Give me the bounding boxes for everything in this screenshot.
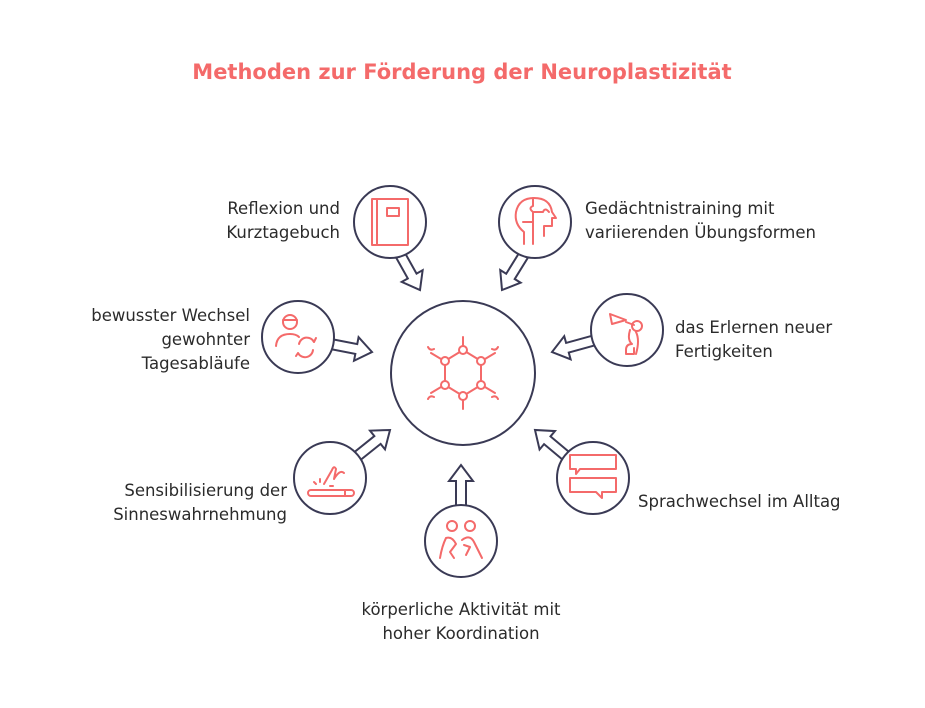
label-line: Tagesabläufe: [141, 354, 250, 373]
person-trumpet-icon: [609, 313, 643, 355]
label-line: Fertigkeiten: [675, 342, 773, 361]
method-sprachwechsel: Sprachwechsel im Alltag: [556, 441, 841, 515]
puzzle-head-icon: [514, 197, 557, 245]
label-line: bewusster Wechsel: [91, 306, 250, 325]
svg-text:Sprachwechsel im Alltag: Sprachwechsel im Alltag: [638, 492, 841, 511]
label-line: Reflexion und: [227, 199, 340, 218]
people-activity-icon: [439, 520, 483, 559]
method-koerperlich: körperliche Aktivität mit hoher Koordinat…: [361, 504, 561, 643]
label-line: Gedächtnistraining mit: [585, 199, 775, 218]
label-line: körperliche Aktivität mit: [361, 600, 561, 619]
neural-network-icon: [427, 336, 499, 410]
touch-surface-icon: [307, 466, 355, 497]
person-cycle-icon: [275, 314, 317, 359]
method-gedaechtnis: Gedächtnistraining mit variierenden Übung…: [498, 185, 816, 259]
chat-bubbles-icon: [569, 454, 617, 499]
notebook-icon: [371, 198, 409, 246]
label-line: gewohnter: [161, 330, 250, 349]
label-line: hoher Koordination: [382, 624, 539, 643]
center-circle: [390, 300, 536, 446]
label-line: Sinneswahrnehmung: [113, 505, 287, 524]
diagram-title: Methoden zur Förderung der Neuroplastizi…: [192, 60, 731, 84]
label-line: variierenden Übungsformen: [585, 223, 816, 242]
label-line: Sprachwechsel im Alltag: [638, 492, 841, 511]
label-line: Kurztagebuch: [226, 223, 340, 242]
label-line: Sensibilisierung der: [124, 481, 287, 500]
label-line: das Erlernen neuer: [675, 318, 832, 337]
